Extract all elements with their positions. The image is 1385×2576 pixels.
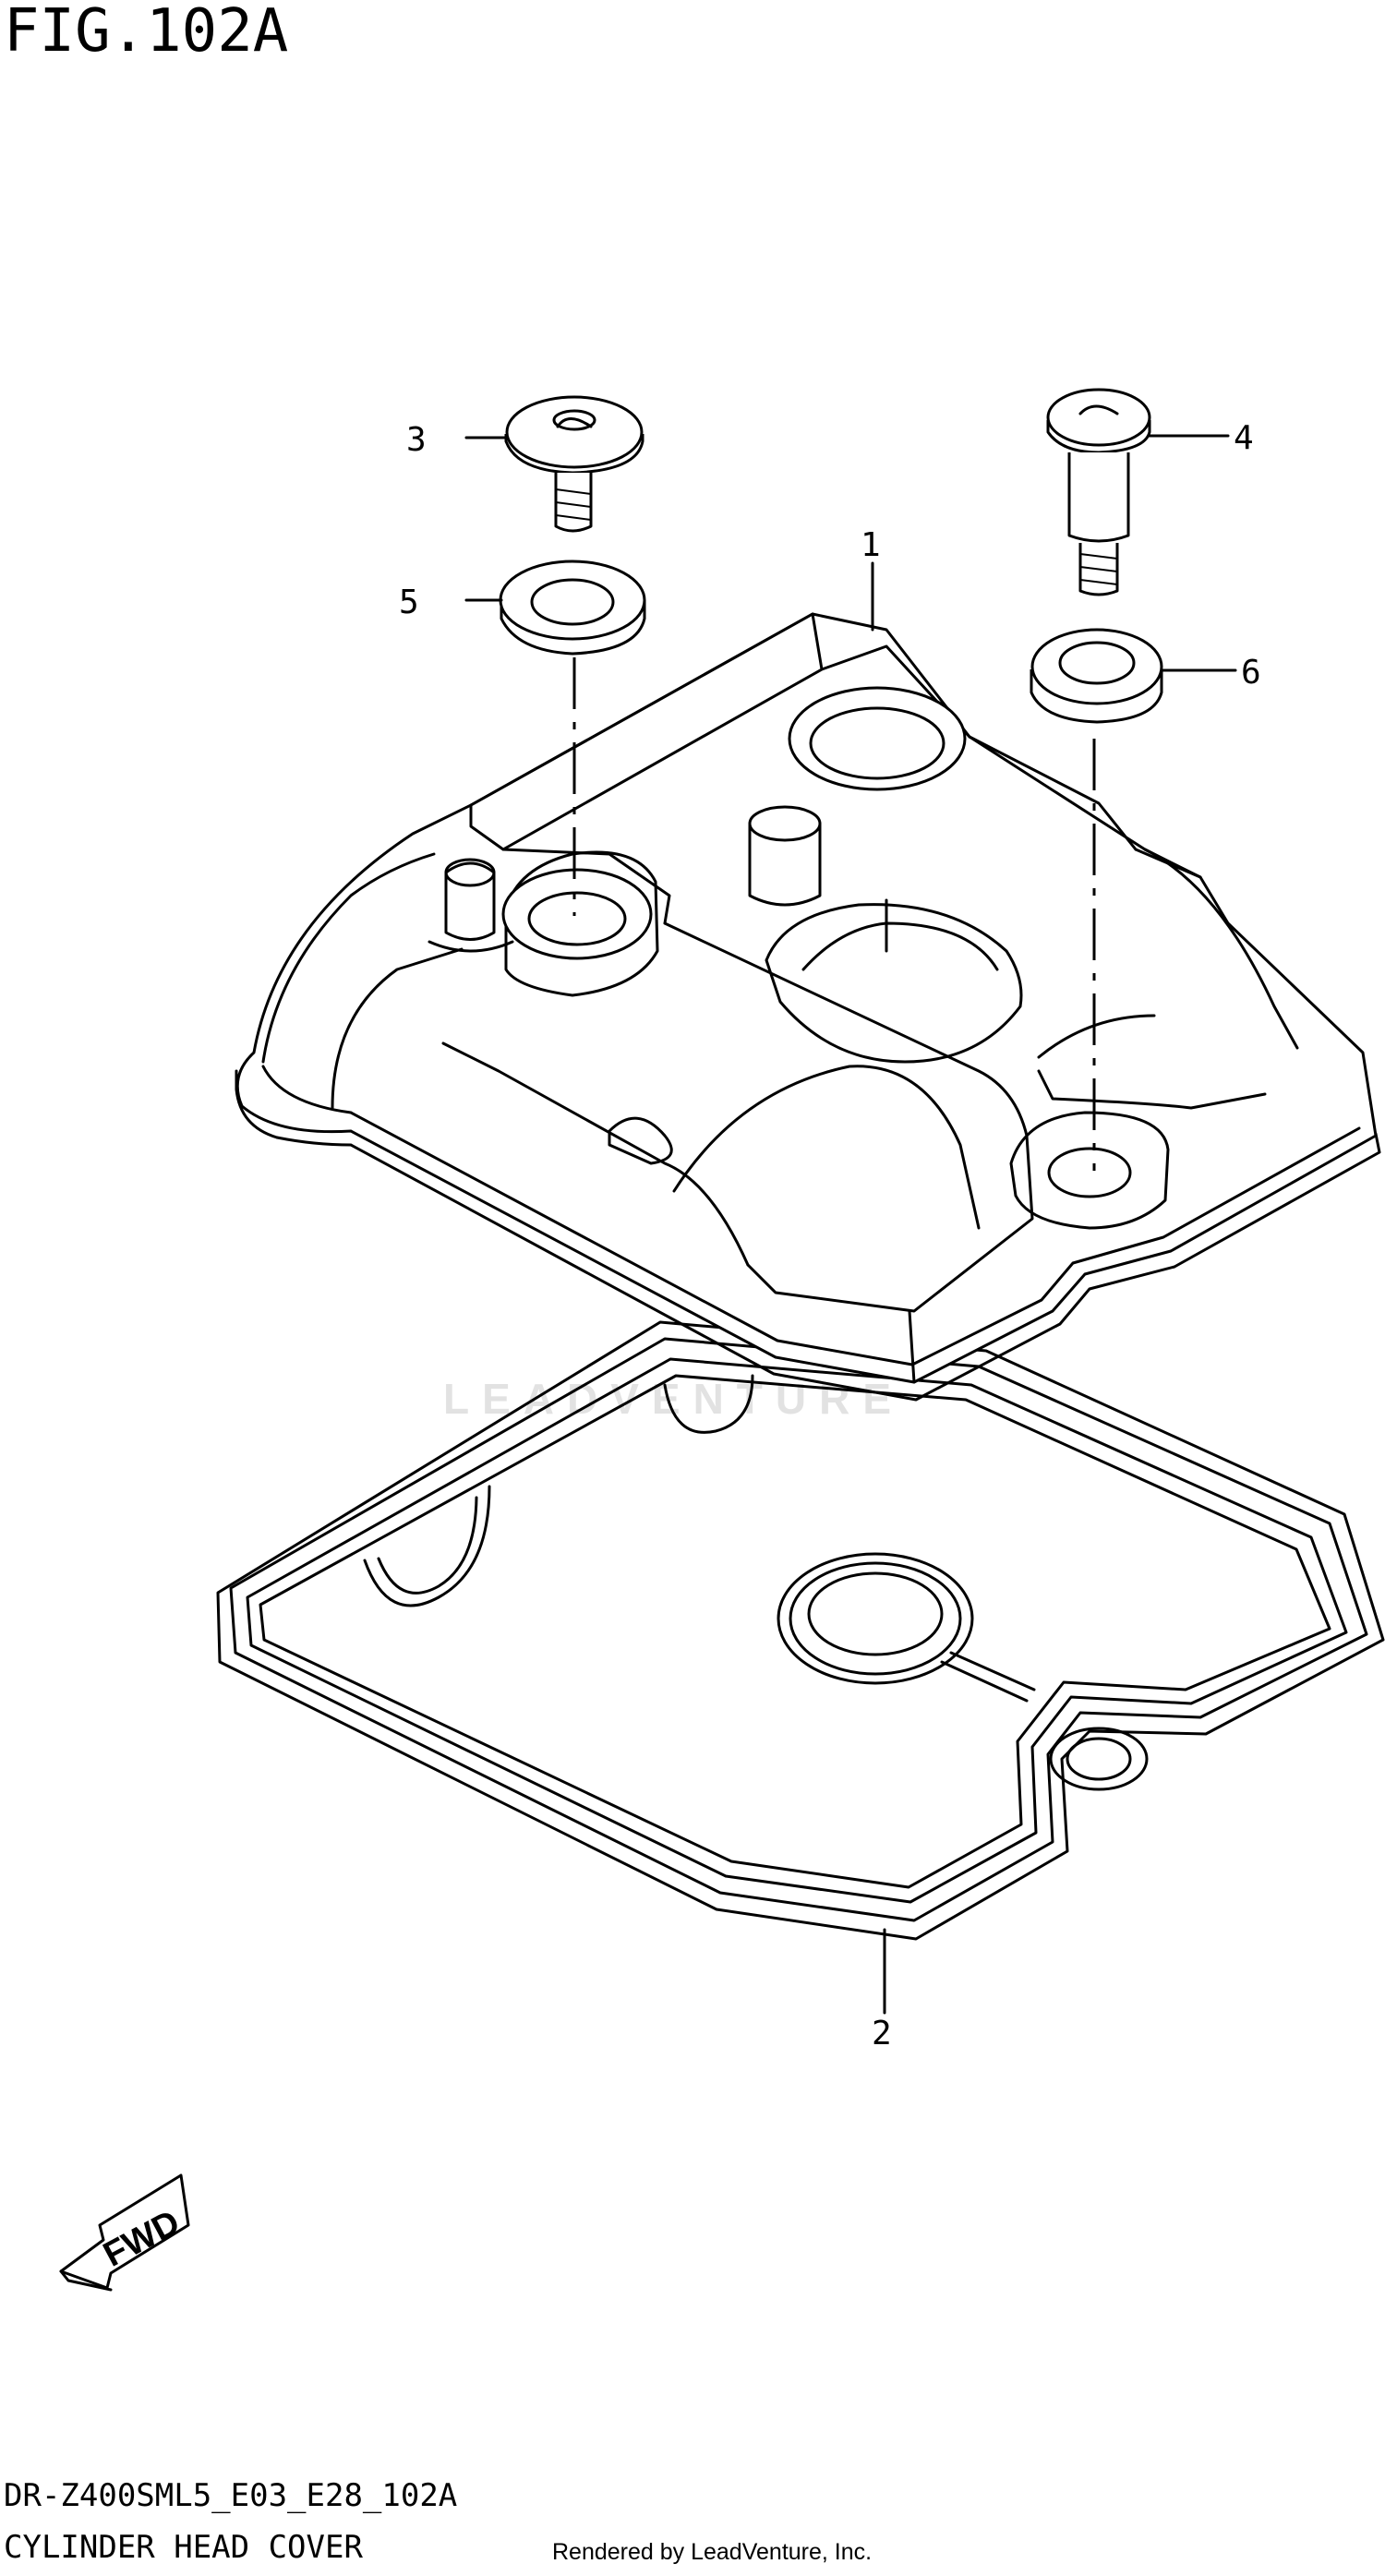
cylinder-head-cover[interactable]: 1: [235, 526, 1381, 1402]
callout-5: 5: [399, 584, 419, 621]
bolt-grommet[interactable]: 6: [1030, 628, 1261, 724]
figure-title: FIG.102A: [4, 0, 289, 66]
callout-2: 2: [872, 2015, 892, 2052]
cylinder-head-cover-gasket[interactable]: 2: [216, 1320, 1385, 2052]
callout-1: 1: [861, 526, 881, 564]
render-credit: Rendered by LeadVenture, Inc.: [552, 2539, 873, 2565]
seal-washer[interactable]: 5: [399, 560, 646, 656]
callout-6: 6: [1241, 654, 1261, 692]
cover-bolt-long[interactable]: 4: [1046, 388, 1254, 596]
callout-3: 3: [406, 421, 427, 459]
drawing-code: DR-Z400SML5_E03_E28_102A: [4, 2477, 458, 2514]
assembly-name: CYLINDER HEAD COVER: [4, 2529, 363, 2566]
callout-4: 4: [1234, 419, 1254, 457]
forward-direction-arrow: FWD: [59, 2173, 190, 2292]
cover-bolt-short[interactable]: 3: [406, 395, 644, 533]
